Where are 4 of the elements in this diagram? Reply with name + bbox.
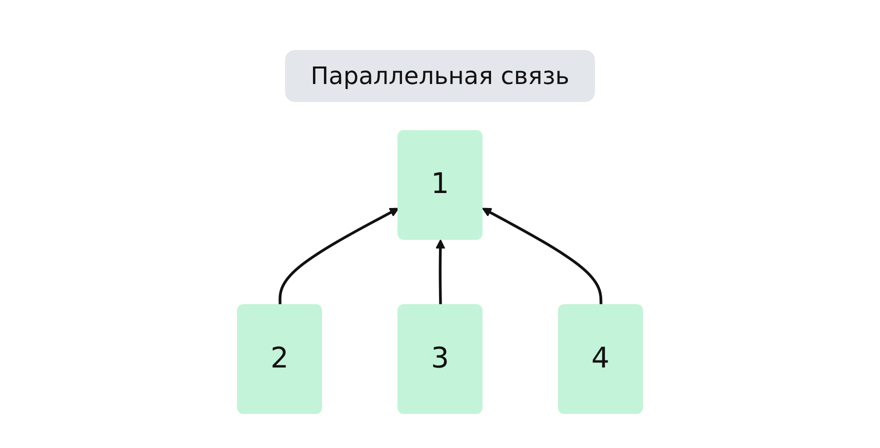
diagram-title: Параллельная связь — [284, 50, 596, 102]
arrow — [482, 208, 602, 306]
arrow — [278, 208, 400, 306]
arrow — [436, 239, 446, 306]
